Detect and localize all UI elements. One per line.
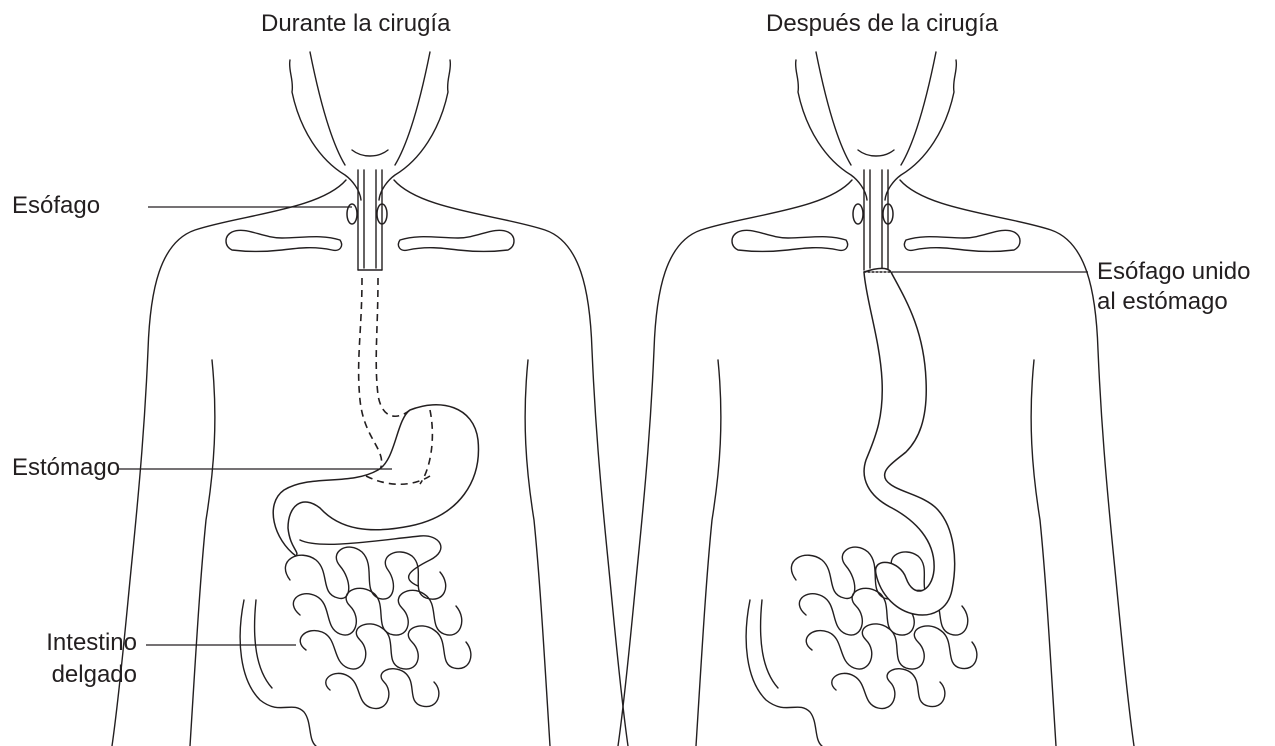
stomach-tube — [864, 268, 955, 615]
panel-after — [618, 52, 1134, 746]
stomach-shape — [273, 405, 478, 556]
panel-during — [112, 52, 628, 746]
